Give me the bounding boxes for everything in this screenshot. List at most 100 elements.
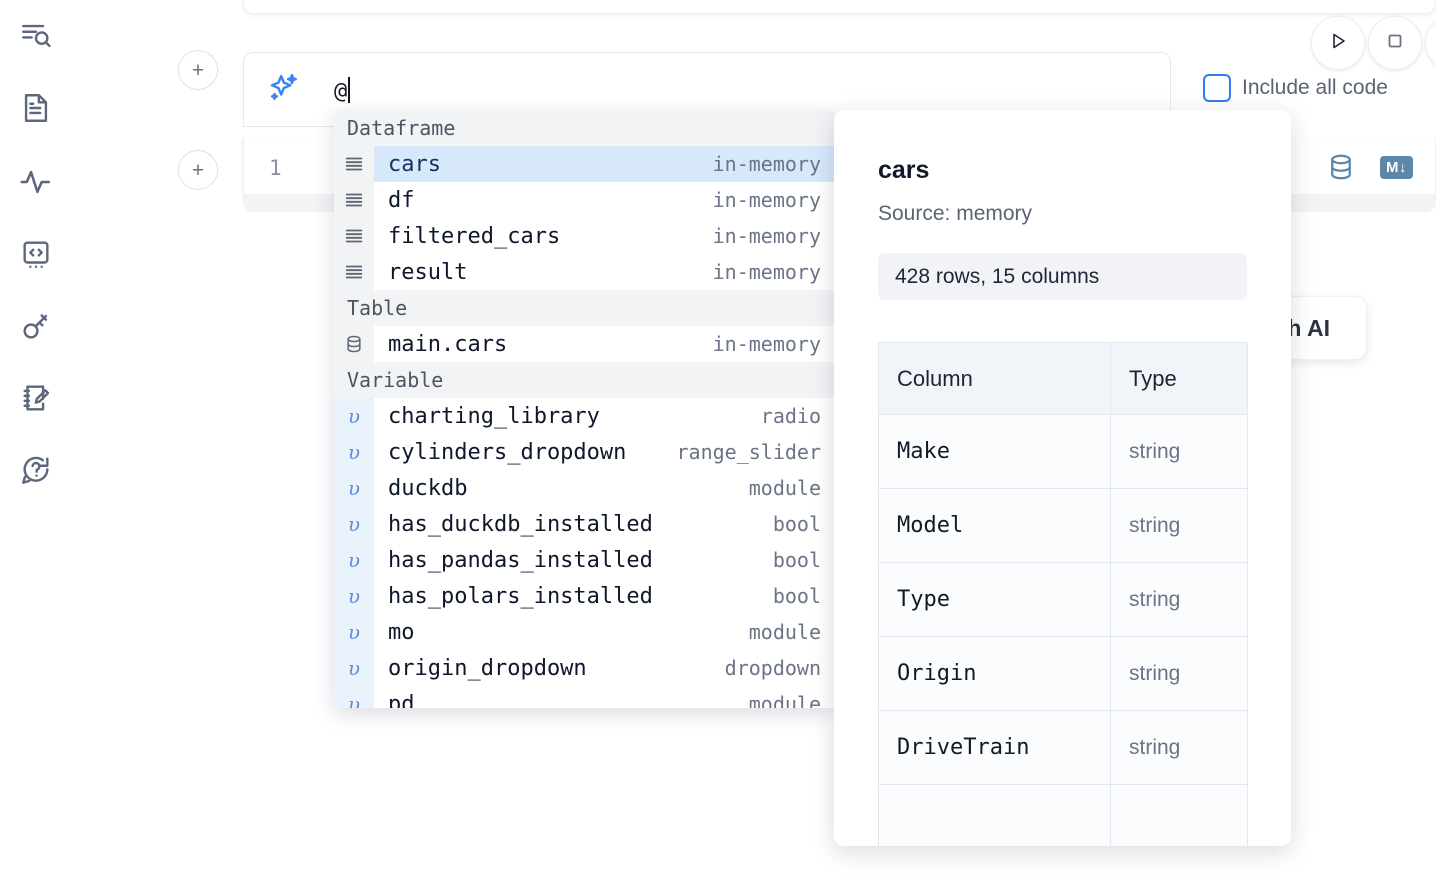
autocomplete-item-name: duckdb [388, 475, 468, 501]
autocomplete-item-type: module [748, 620, 821, 644]
autocomplete-item-name: filtered_cars [388, 223, 561, 249]
previous-cell [243, 0, 1436, 14]
variable-icon: υ [334, 470, 374, 506]
column-header-column: Column [878, 342, 1111, 415]
autocomplete-item-type: in-memory [712, 224, 821, 248]
autocomplete-item-type: bool [772, 584, 821, 608]
schema-column-type: string [1110, 636, 1248, 711]
sidebar-item-scratchpad[interactable] [12, 374, 60, 422]
schema-column-name: DriveTrain [878, 710, 1111, 785]
variable-icon: υ [334, 686, 374, 708]
line-number: 1 [269, 156, 282, 180]
ai-prompt-text: @ [334, 77, 351, 104]
variable-icon: υ [334, 578, 374, 614]
sparkle-icon [267, 71, 301, 105]
table-row [878, 784, 1248, 846]
text-caret [348, 77, 351, 103]
schema-column-name: Make [878, 414, 1111, 489]
autocomplete-item-name: cars [388, 151, 441, 177]
autocomplete-item-name: cylinders_dropdown [388, 439, 627, 465]
autocomplete-item-type: range_slider [676, 440, 822, 464]
stop-button[interactable] [1368, 16, 1422, 70]
play-icon [1326, 29, 1350, 58]
autocomplete-item-name: has_pandas_installed [388, 547, 653, 573]
table-database-icon [334, 326, 374, 362]
autocomplete-item-type: bool [772, 512, 821, 536]
autocomplete-item-name: df [388, 187, 415, 213]
dataframe-icon [334, 218, 374, 254]
variable-icon: υ [334, 542, 374, 578]
schema-column-type: string [1110, 414, 1248, 489]
table-header-row: Column Type [878, 342, 1248, 415]
schema-column-type [1110, 784, 1248, 846]
sidebar-item-notebook[interactable] [12, 84, 60, 132]
ai-prompt-value: @ [334, 79, 348, 104]
code-snippets-icon [19, 237, 53, 271]
autocomplete-item-name: has_duckdb_installed [388, 511, 653, 537]
sidebar-item-snippets[interactable] [12, 230, 60, 278]
scratchpad-edit-icon [19, 381, 53, 415]
notebook-file-icon [19, 91, 53, 125]
detail-shape-badge: 428 rows, 15 columns [878, 253, 1247, 300]
variable-icon: υ [334, 650, 374, 686]
autocomplete-item[interactable]: df in-memory [334, 182, 835, 218]
dataframe-icon [334, 146, 374, 182]
schema-column-name [878, 784, 1111, 846]
autocomplete-item[interactable]: filtered_cars in-memory [334, 218, 835, 254]
add-cell-below-button[interactable]: + [178, 150, 218, 190]
cell-actions: M↓ [1326, 152, 1413, 182]
autocomplete-item-name: main.cars [388, 331, 508, 357]
stop-square-icon [1383, 29, 1407, 58]
include-all-code-label: Include all code [1242, 76, 1388, 99]
sidebar-item-activity[interactable] [12, 158, 60, 206]
autocomplete-group-header: Variable [334, 362, 835, 398]
include-all-code-toggle[interactable]: Include all code [1203, 74, 1388, 102]
schema-column-type: string [1110, 488, 1248, 563]
dataframe-icon [334, 254, 374, 290]
variable-icon: υ [334, 614, 374, 650]
add-cell-above-button[interactable]: + [178, 50, 218, 90]
detail-title: cars [878, 156, 930, 184]
autocomplete-item-type: in-memory [712, 188, 821, 212]
autocomplete-item-name: charting_library [388, 403, 600, 429]
autocomplete-item-name: origin_dropdown [388, 655, 587, 681]
autocomplete-item[interactable]: main.cars in-memory [334, 326, 835, 362]
autocomplete-item-type: in-memory [712, 332, 821, 356]
more-actions-button[interactable] [1425, 16, 1436, 70]
autocomplete-item[interactable]: υ has_polars_installed bool [334, 578, 835, 614]
sidebar-item-help[interactable] [12, 446, 60, 494]
markdown-icon[interactable]: M↓ [1380, 155, 1413, 179]
autocomplete-group-header: Dataframe [334, 110, 835, 146]
sidebar-item-secrets[interactable] [12, 302, 60, 350]
autocomplete-group-header: Table [334, 290, 835, 326]
autocomplete-item-name: has_polars_installed [388, 583, 653, 609]
schema-column-name: Type [878, 562, 1111, 637]
dataframe-icon [334, 182, 374, 218]
include-all-code-checkbox[interactable] [1203, 74, 1231, 102]
database-icon[interactable] [1326, 152, 1356, 182]
explore-search-icon [19, 19, 53, 53]
autocomplete-item[interactable]: υ has_pandas_installed bool [334, 542, 835, 578]
autocomplete-item-type: dropdown [724, 656, 821, 680]
run-button[interactable] [1311, 16, 1365, 70]
autocomplete-item-name: pd [388, 691, 415, 709]
column-header-type: Type [1110, 342, 1248, 415]
sidebar-item-explore[interactable] [12, 12, 60, 60]
autocomplete-item-type: bool [772, 548, 821, 572]
autocomplete-item-type: module [748, 476, 821, 500]
autocomplete-item[interactable]: υ origin_dropdown dropdown [334, 650, 835, 686]
autocomplete-item-name: result [388, 259, 468, 285]
